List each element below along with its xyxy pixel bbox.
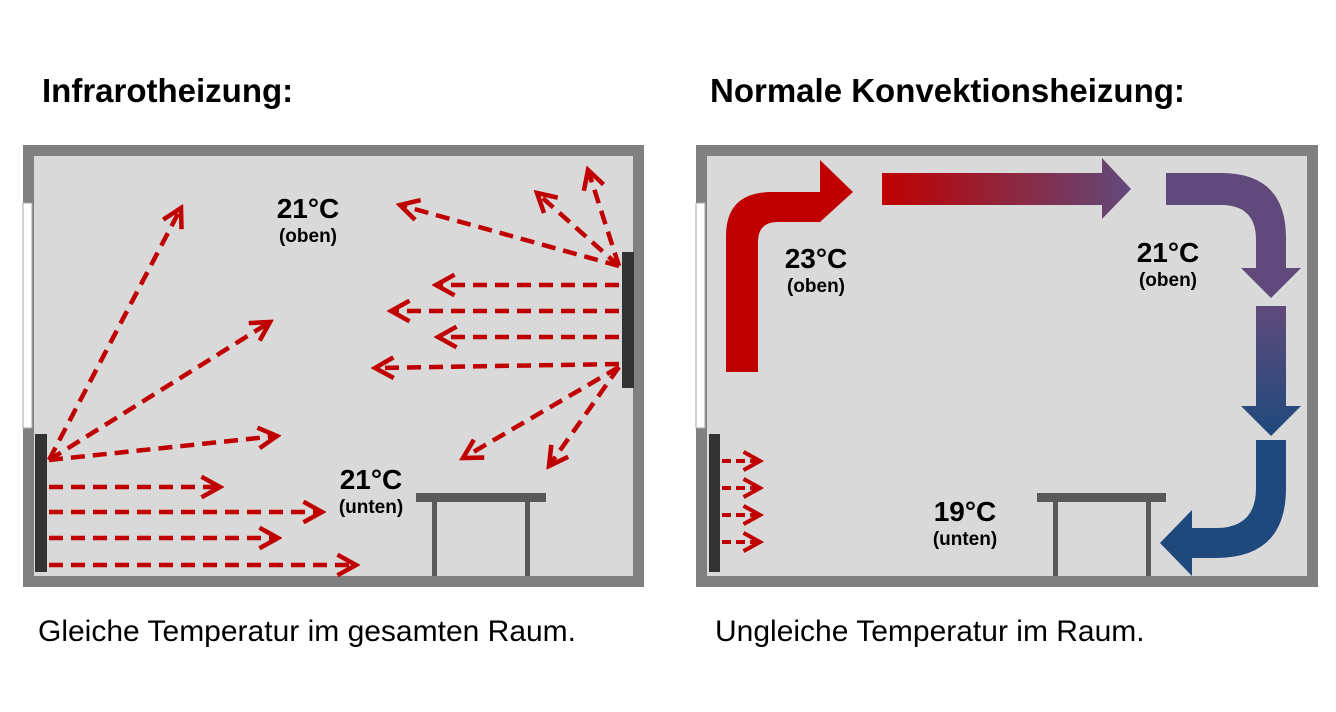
temperature-value: 21°C: [1136, 237, 1200, 268]
convection-title: Normale Konvektionsheizung:: [710, 72, 1185, 109]
ceiling-air-flow-arrow: [882, 158, 1131, 219]
right-window: [695, 202, 706, 429]
convection-caption: Ungleiche Temperatur im Raum.: [715, 615, 1145, 648]
cool-air-return-arrow: [1160, 440, 1286, 576]
temperature-value: 21°C: [339, 464, 403, 495]
right-temp-bottom: 19°C (unten): [920, 496, 1010, 552]
temperature-value: 19°C: [933, 496, 997, 527]
right-room-walls: [696, 145, 1318, 587]
infrared-rays-right: [375, 170, 622, 466]
ray-arrow: [47, 208, 181, 462]
convector-heater: [709, 434, 720, 572]
right-table: [1037, 493, 1166, 576]
temperature-value: 21°C: [276, 193, 340, 224]
right-temp-mid: 21°C (oben): [1128, 237, 1208, 293]
left-room-walls: [23, 145, 644, 587]
ray-arrow: [48, 436, 277, 463]
temperature-position: (oben): [1138, 270, 1198, 291]
left-temp-bottom: 21°C (unten): [326, 464, 416, 520]
right-temp-hot: 23°C (oben): [776, 243, 856, 299]
infrared-rays-lower-left: [47, 208, 356, 565]
infrared-title: Infrarotheizung:: [42, 72, 294, 109]
convector-heat-arrows: [722, 461, 760, 542]
right-wall-heater: [622, 252, 634, 388]
ray-arrow: [400, 205, 620, 269]
left-wall-heater: [35, 434, 47, 572]
temperature-position: (unten): [932, 529, 998, 550]
temperature-value: 23°C: [784, 243, 848, 274]
temperature-position: (oben): [278, 226, 338, 247]
ray-arrow: [375, 364, 620, 368]
temperature-position: (unten): [338, 497, 404, 518]
descending-air-arrow: [1241, 306, 1301, 436]
left-table: [416, 493, 546, 576]
temperature-position: (oben): [786, 276, 846, 297]
rising-hot-air-arrow: [726, 160, 853, 372]
infrared-room: [22, 145, 644, 587]
ray-arrow: [588, 170, 622, 267]
corner-down-arrow: [1166, 173, 1301, 298]
left-temp-top: 21°C (oben): [268, 193, 348, 249]
ray-arrow: [537, 193, 621, 268]
infrared-caption: Gleiche Temperatur im gesamten Raum.: [38, 615, 577, 648]
ray-arrow: [463, 365, 621, 458]
ray-arrow: [549, 365, 621, 466]
left-window: [22, 202, 33, 429]
convection-room: [695, 145, 1318, 587]
